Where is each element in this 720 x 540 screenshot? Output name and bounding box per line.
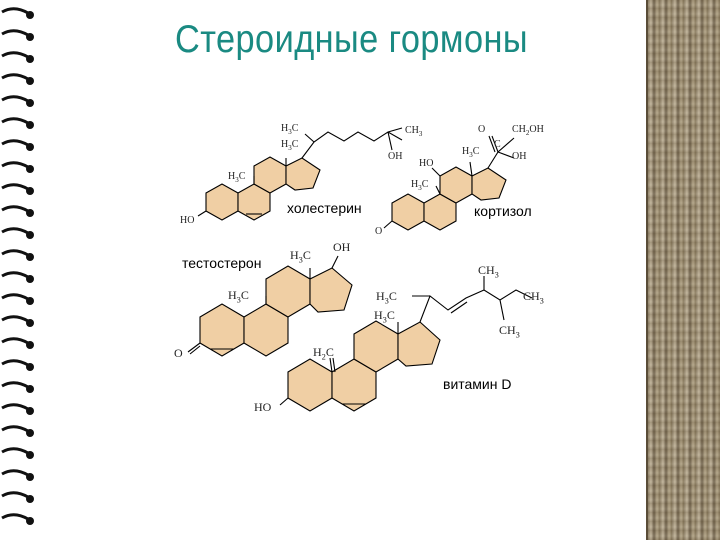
spiral-ring xyxy=(1,271,29,279)
binding-hole xyxy=(26,121,34,129)
h3c-group: H3C xyxy=(411,179,429,192)
binding-hole xyxy=(26,517,34,525)
page-title: Стероидные гормоны xyxy=(175,18,528,61)
binding-hole xyxy=(26,363,34,371)
spiral-ring xyxy=(1,315,29,323)
o-group: O xyxy=(174,346,183,360)
binding-hole xyxy=(26,495,34,503)
binding-hole xyxy=(26,33,34,41)
binding-hole xyxy=(26,165,34,173)
molecule-label-cholesterol: холестерин xyxy=(287,200,362,216)
oh-group: OH xyxy=(388,151,403,162)
spiral-ring xyxy=(1,7,29,15)
c-group: C xyxy=(494,139,501,150)
spiral-ring xyxy=(1,95,29,103)
binding-hole xyxy=(26,407,34,415)
spiral-ring xyxy=(1,491,29,499)
spiral-ring xyxy=(1,381,29,389)
binding-hole xyxy=(26,297,34,305)
spiral-ring xyxy=(1,29,29,37)
cholesterol-structure xyxy=(197,127,403,221)
spiral-ring xyxy=(1,403,29,411)
bark-texture xyxy=(648,0,720,540)
spiral-ring xyxy=(1,469,29,477)
spiral-ring xyxy=(1,359,29,367)
binding-hole xyxy=(26,209,34,217)
binding-hole xyxy=(26,275,34,283)
ch3-group: CH3 xyxy=(405,125,423,138)
spiral-ring xyxy=(1,447,29,455)
spiral-ring xyxy=(1,205,29,213)
cortisol-structure xyxy=(383,135,515,231)
molecule-label-testosterone: тестостерон xyxy=(182,255,262,271)
ch2oh-group: CH2OH xyxy=(512,124,544,137)
spiral-ring xyxy=(1,249,29,257)
h3c-group: H3C xyxy=(228,171,246,184)
h3c-group: H3C xyxy=(281,123,299,136)
testosterone-structure xyxy=(187,255,353,357)
spiral-ring xyxy=(1,73,29,81)
h3c-group: H3C xyxy=(462,146,480,159)
spiral-ring xyxy=(1,139,29,147)
ho-group: HO xyxy=(419,158,434,169)
spiral-ring xyxy=(1,51,29,59)
ho-group: HO xyxy=(254,400,272,414)
binding-hole xyxy=(26,451,34,459)
bark-border xyxy=(646,0,720,540)
h3c-group: H3C xyxy=(374,308,395,325)
ch3-group: CH3 xyxy=(499,323,520,340)
steroid-structures: .r { fill: #f0cfa4; stroke: #000; stroke… xyxy=(187,127,533,412)
spiral-ring xyxy=(1,425,29,433)
molecule-label-cortisol: кортизол xyxy=(474,203,532,219)
h3c-group: H3C xyxy=(228,288,249,305)
spiral-binding xyxy=(1,7,34,525)
spiral-ring xyxy=(1,117,29,125)
spiral-ring xyxy=(1,337,29,345)
oh-group: OH xyxy=(333,240,351,254)
h3c-group: H3C xyxy=(290,248,311,265)
binding-hole xyxy=(26,319,34,327)
binding-hole xyxy=(26,429,34,437)
molecule-label-vitamin-d: витамин D xyxy=(443,376,512,392)
binding-hole xyxy=(26,143,34,151)
binding-hole xyxy=(26,99,34,107)
binding-hole xyxy=(26,187,34,195)
binding-hole xyxy=(26,231,34,239)
h2c-group: H2C xyxy=(313,345,334,362)
binding-hole xyxy=(26,385,34,393)
binding-hole xyxy=(26,55,34,63)
binding-hole xyxy=(26,253,34,261)
spiral-ring xyxy=(1,183,29,191)
ch3-group: CH3 xyxy=(478,263,499,280)
o-group: O xyxy=(478,124,486,135)
binding-hole xyxy=(26,341,34,349)
binding-hole xyxy=(26,11,34,19)
oh-group: OH xyxy=(512,151,527,162)
ch3-group: CH3 xyxy=(523,289,544,306)
h3c-group: H3C xyxy=(376,289,397,306)
spiral-ring xyxy=(1,293,29,301)
vitamin-d-structure xyxy=(279,276,533,412)
spiral-ring xyxy=(1,161,29,169)
ho-group: HO xyxy=(180,215,195,226)
o-group: O xyxy=(375,226,383,237)
spiral-ring xyxy=(1,513,29,521)
binding-hole xyxy=(26,77,34,85)
h3c-group: H3C xyxy=(281,139,299,152)
spiral-ring xyxy=(1,227,29,235)
binding-hole xyxy=(26,473,34,481)
